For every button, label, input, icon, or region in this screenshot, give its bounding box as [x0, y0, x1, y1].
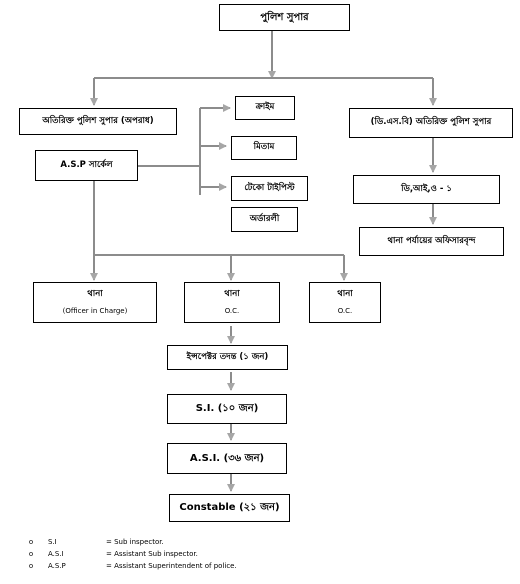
thana-officers-box: থানা পর্যায়ের অফিসারবৃন্দ [359, 227, 504, 256]
legend-row-asp: o A.S.P = Assistant Superintendent of po… [28, 562, 237, 570]
mitam-box: মিতাম [231, 136, 297, 160]
dio-1-box: ডি,আই,ও - ১ [353, 175, 500, 204]
thana-oc-middle-box: থানা O.C. [184, 282, 280, 323]
legend-row-si: o S.I = Sub inspector. [28, 538, 164, 546]
constable-label: Constable (২১ জন) [179, 502, 280, 514]
si-label: S.I. (১০ জন) [195, 403, 259, 415]
dio-1-label: ডি,আই,ও - ১ [401, 183, 452, 194]
legend-abbr: S.I [48, 538, 57, 546]
thana-officers-label: থানা পর্যায়ের অফিসারবৃন্দ [387, 235, 476, 246]
asi-label: A.S.I. (৩৬ জন) [189, 452, 265, 464]
legend-bullet: o [28, 550, 34, 558]
asp-circle-box: A.S.P সার্কেল [35, 150, 138, 181]
crime-box: ক্রাইম [235, 96, 295, 120]
thana-2-subtitle: O.C. [224, 307, 240, 316]
legend-meaning: = Assistant Superintendent of police. [106, 562, 237, 570]
si-box: S.I. (১০ জন) [167, 394, 287, 424]
inspector-investigation-label: ইন্সপেক্টর তদন্ত (১ জন) [186, 351, 269, 362]
crime-label: ক্রাইম [255, 102, 275, 113]
legend-meaning: = Assistant Sub inspector. [106, 550, 198, 558]
legend-row-asi: o A.S.I = Assistant Sub inspector. [28, 550, 198, 558]
asp-circle-label: A.S.P সার্কেল [60, 159, 113, 170]
asi-box: A.S.I. (৩৬ জন) [167, 443, 287, 474]
tech-typist-box: টেকো টাইপিস্ট [231, 176, 308, 201]
addl-sp-crime-label: অতিরিক্ত পুলিশ সুপার (অপরাধ) [42, 115, 154, 126]
superintendent-of-police-box: পুলিশ সুপার [219, 4, 350, 31]
tech-typist-label: টেকো টাইপিস্ট [244, 182, 295, 193]
legend-meaning: = Sub inspector. [106, 538, 164, 546]
mitam-label: মিতাম [253, 142, 275, 153]
thana-3-title: থানা [337, 288, 353, 299]
orderly-box: অর্ডারলী [231, 207, 298, 232]
legend-abbr: A.S.I [48, 550, 64, 558]
legend-bullet: o [28, 562, 34, 570]
dsb-addl-sp-box: (ডি.এস.বি) অতিরিক্ত পুলিশ সুপার [349, 108, 513, 138]
thana-1-subtitle: (Officer in Charge) [62, 307, 128, 316]
thana-1-title: থানা [87, 288, 103, 299]
legend-abbr: A.S.P [48, 562, 66, 570]
thana-oc-right-box: থানা O.C. [309, 282, 381, 323]
legend-bullet: o [28, 538, 34, 546]
superintendent-of-police-label: পুলিশ সুপার [260, 11, 309, 23]
orderly-label: অর্ডারলী [249, 213, 280, 224]
dsb-addl-sp-label: (ডি.এস.বি) অতিরিক্ত পুলিশ সুপার [370, 117, 492, 128]
inspector-investigation-box: ইন্সপেক্টর তদন্ত (১ জন) [167, 345, 288, 370]
constable-box: Constable (২১ জন) [169, 494, 290, 522]
thana-officer-in-charge-box: থানা (Officer in Charge) [33, 282, 157, 323]
thana-2-title: থানা [224, 288, 240, 299]
addl-sp-crime-box: অতিরিক্ত পুলিশ সুপার (অপরাধ) [19, 108, 177, 135]
thana-3-subtitle: O.C. [337, 307, 353, 316]
